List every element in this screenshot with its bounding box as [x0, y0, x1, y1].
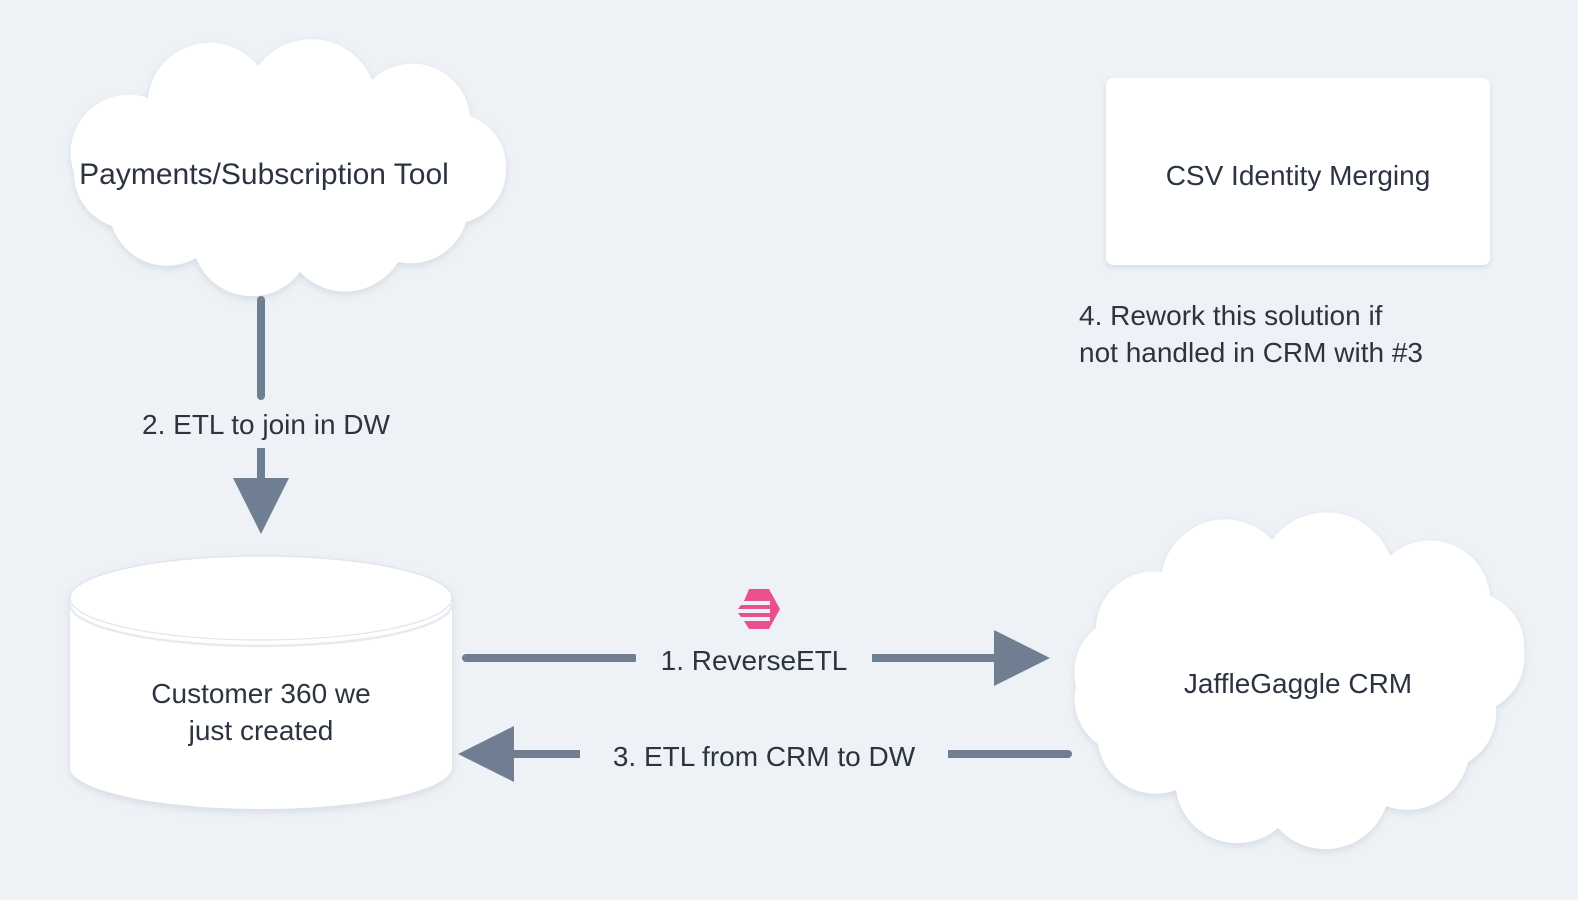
hightouch-logo-icon	[738, 589, 780, 629]
node-payments-cloud[interactable]	[70, 39, 507, 297]
edge-label-etl-to-join-in-dw: 2. ETL to join in DW	[108, 404, 424, 447]
edge-label-reverseetl: 1. ReverseETL	[636, 640, 872, 683]
node-csv-box[interactable]	[1106, 78, 1490, 265]
node-jafflegaggle-cloud[interactable]	[1074, 512, 1525, 850]
node-customer360-cylinder[interactable]	[68, 555, 454, 809]
edge-label-etl-from-crm-to-dw: 3. ETL from CRM to DW	[580, 736, 948, 779]
